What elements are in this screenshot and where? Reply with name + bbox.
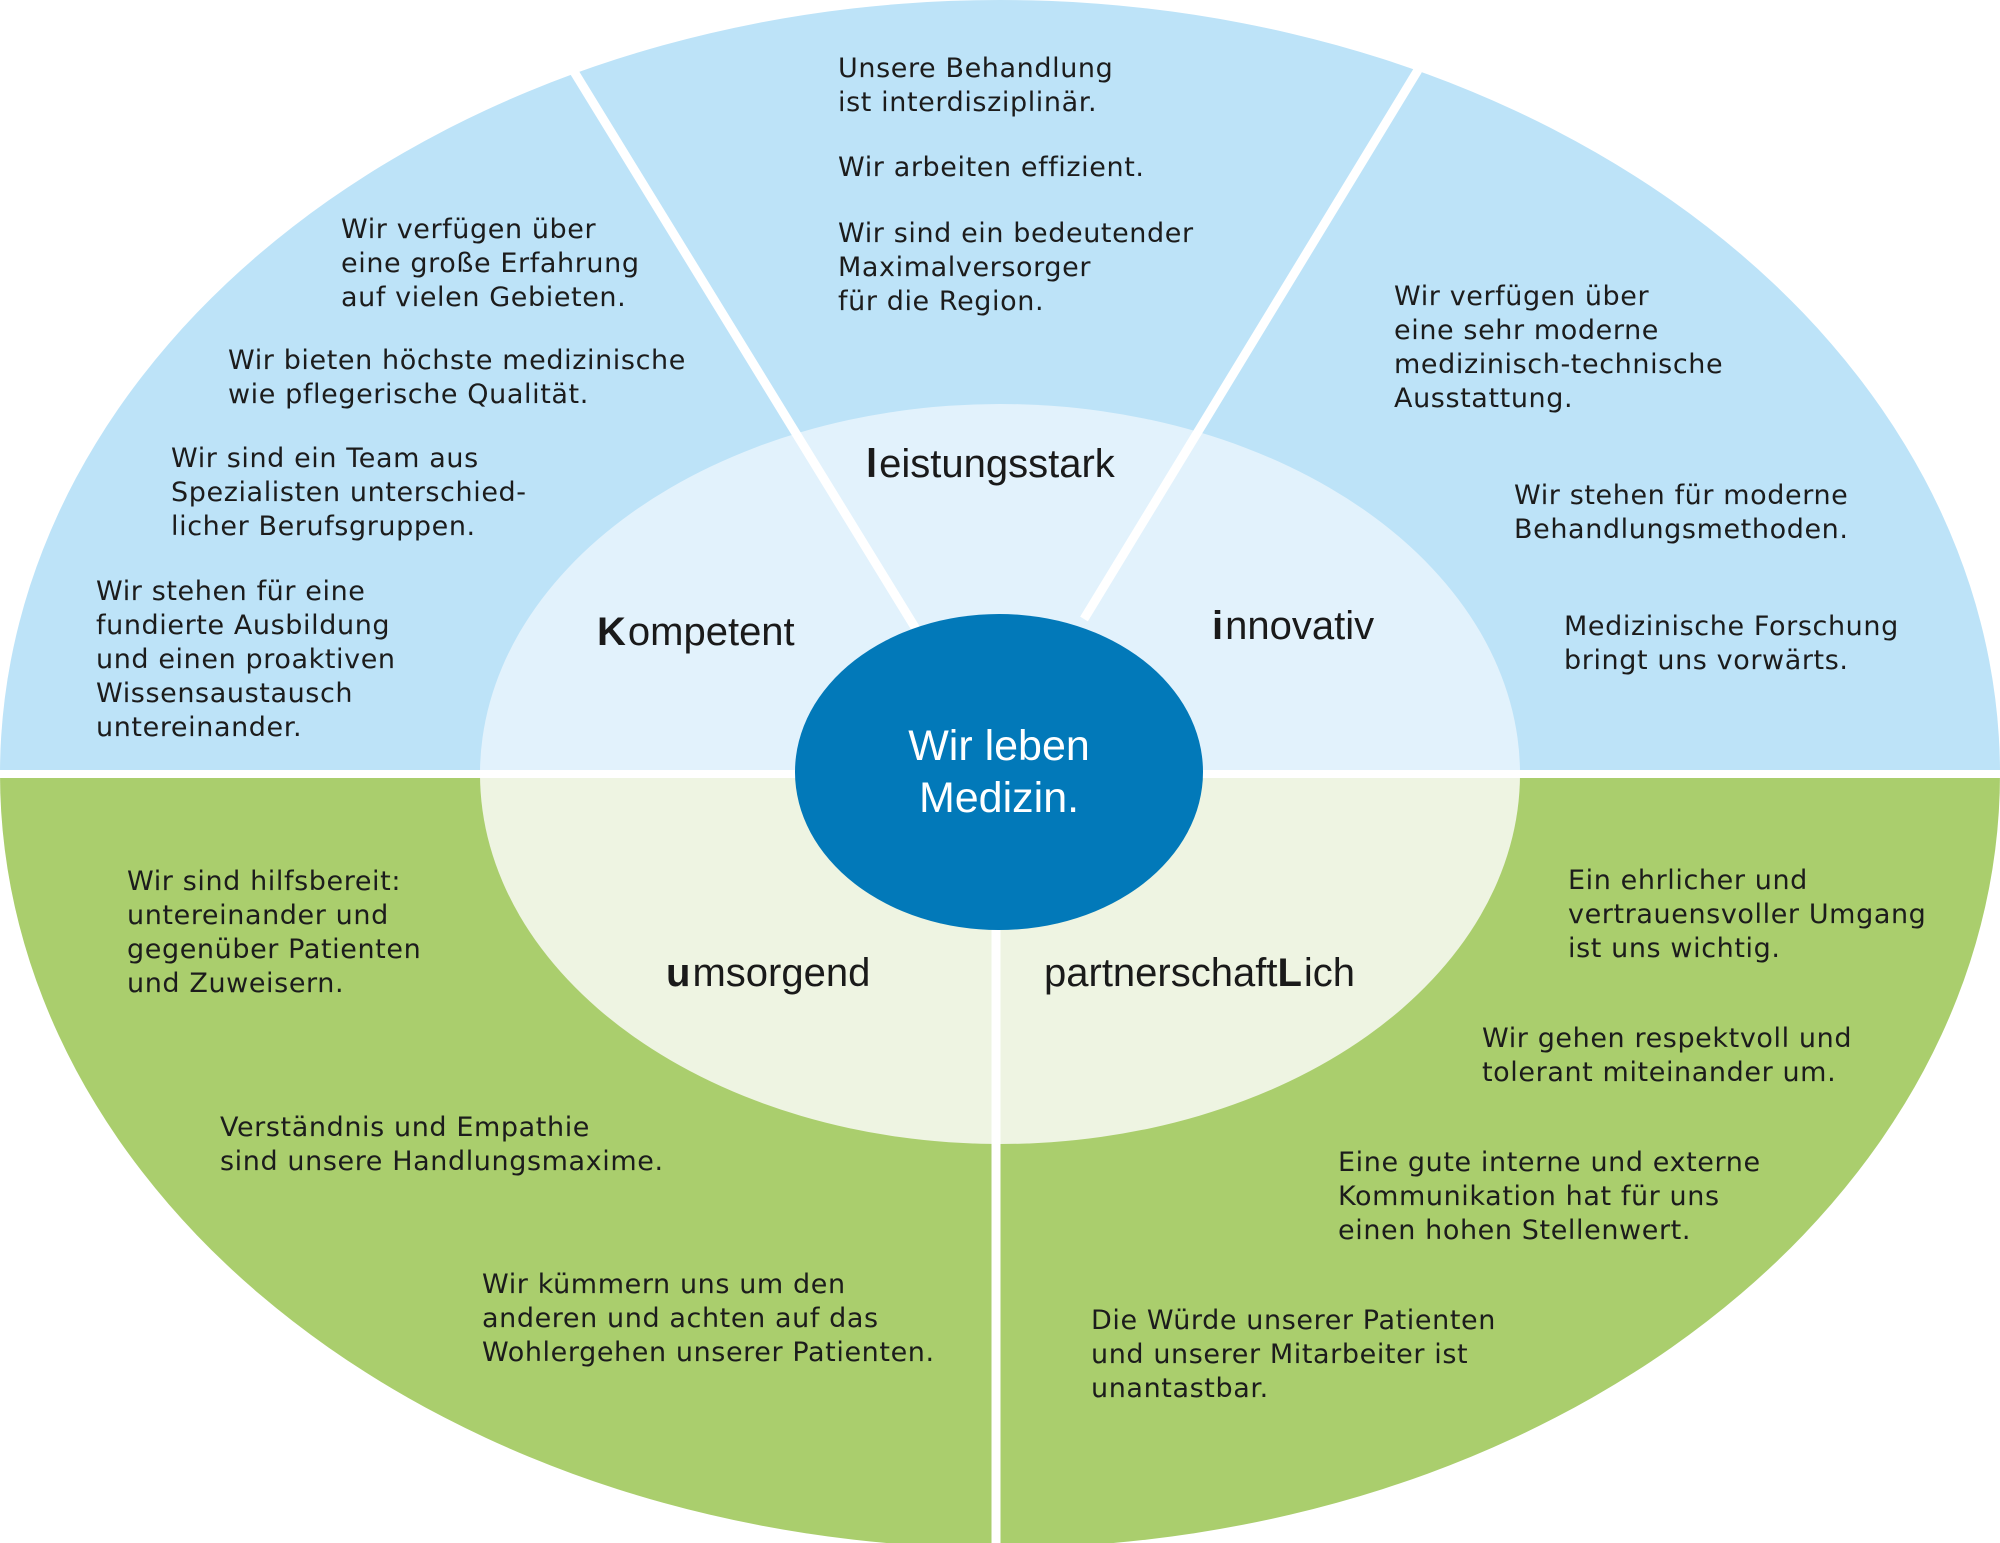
- value-umsorgend-initial: u: [666, 951, 691, 995]
- value-innovativ: innovativ: [1212, 604, 1374, 648]
- value-leistungsstark: leistungsstark: [866, 442, 1115, 486]
- statement-partnerschaftlich-1: Ein ehrlicher und vertrauensvoller Umgan…: [1568, 865, 1927, 964]
- value-partnerschaftlich-prefix: partnerschaft: [1044, 951, 1278, 995]
- statement-leistungsstark-2: Wir arbeiten effizient.: [838, 152, 1145, 183]
- statement-leistungsstark-3: Wir sind ein bedeutender Maximalversorge…: [838, 218, 1194, 317]
- statement-umsorgend-3: Wir kümmern uns um den anderen und achte…: [482, 1269, 935, 1368]
- value-innovativ-initial: i: [1212, 604, 1224, 648]
- statement-innovativ-3: Medizinische Forschung bringt uns vorwär…: [1564, 611, 1899, 676]
- value-innovativ-rest: nnovativ: [1225, 604, 1375, 648]
- statement-kompetent-2: Wir bieten höchste medizinische wie pfle…: [228, 345, 686, 410]
- divider-left-diagonal: [569, 67, 920, 632]
- value-umsorgend: umsorgend: [666, 951, 870, 995]
- statement-innovativ-2: Wir stehen für moderne Behandlungsmethod…: [1514, 480, 1849, 545]
- statement-umsorgend-2: Verständnis und Empathie sind unsere Han…: [220, 1112, 664, 1177]
- center-label: Wir leben Medizin.: [908, 722, 1090, 822]
- statement-leistungsstark-1: Unsere Behandlung ist interdisziplinär.: [838, 53, 1114, 118]
- inner-ring-top: [480, 404, 1520, 774]
- statement-kompetent-1: Wir verfügen über eine große Erfahrung a…: [341, 214, 640, 313]
- center-circle: [795, 614, 1203, 930]
- value-kompetent-rest: ompetent: [627, 610, 795, 654]
- statement-partnerschaftlich-3: Eine gute interne und externe Kommunikat…: [1338, 1147, 1761, 1246]
- statement-umsorgend-1: Wir sind hilfsbereit: untereinander und …: [127, 866, 422, 999]
- value-partnerschaftlich-rest: ich: [1303, 951, 1356, 995]
- statement-kompetent-3: Wir sind ein Team aus Spezialisten unter…: [171, 443, 527, 542]
- statement-partnerschaftlich-2: Wir gehen respektvoll und tolerant mitei…: [1482, 1023, 1853, 1088]
- value-leistungsstark-initial: l: [866, 442, 878, 486]
- statement-innovativ-1: Wir verfügen über eine sehr moderne medi…: [1394, 281, 1724, 414]
- value-kompetent-initial: K: [597, 610, 626, 654]
- value-leistungsstark-rest: eistungsstark: [879, 442, 1115, 486]
- statement-partnerschaftlich-4: Die Würde unserer Patienten und unserer …: [1091, 1305, 1496, 1404]
- value-umsorgend-rest: msorgend: [692, 951, 871, 995]
- value-partnerschaftlich-initial: L: [1277, 951, 1302, 995]
- value-partnerschaftlich: partnerschaftLich: [1044, 951, 1355, 995]
- statement-kompetent-4: Wir stehen für eine fundierte Ausbildung…: [96, 576, 396, 743]
- divider-right-diagonal: [1080, 67, 1422, 622]
- value-kompetent: Kompetent: [597, 610, 795, 654]
